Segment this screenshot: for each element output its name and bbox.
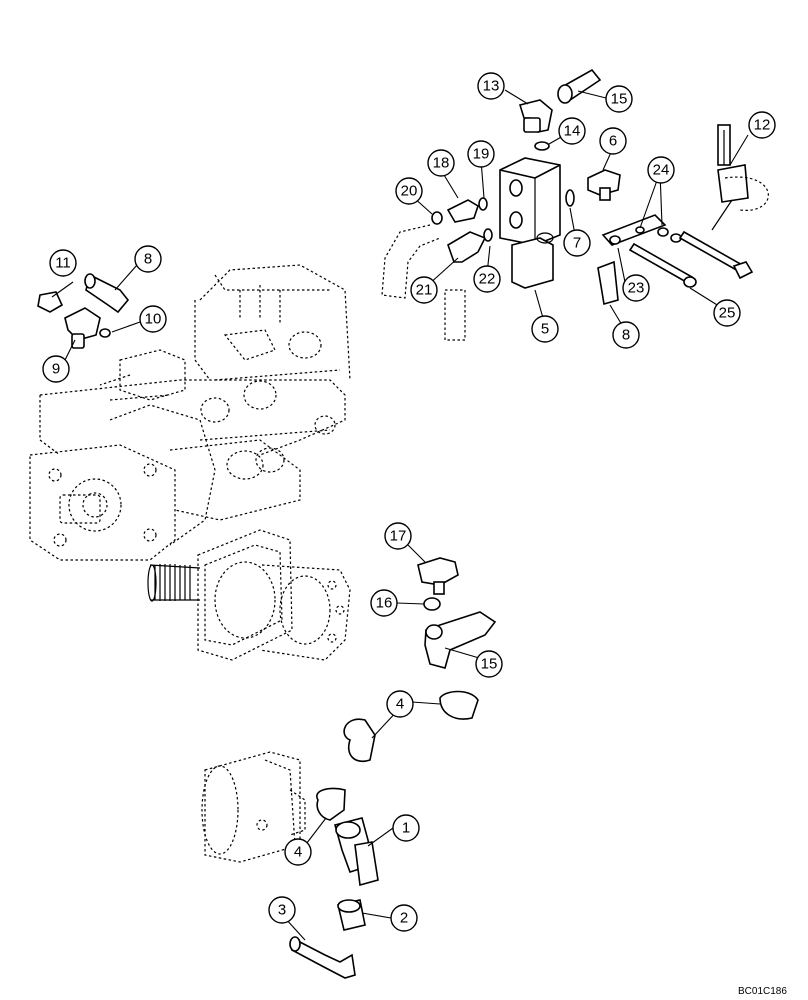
svg-text:12: 12 [754,117,771,134]
svg-text:2: 2 [400,910,408,927]
callout-8-right: 8 [612,321,640,349]
gear-pump-fittings [289,690,479,979]
svg-text:11: 11 [55,255,71,272]
svg-text:17: 17 [390,528,407,545]
svg-text:7: 7 [573,235,581,252]
callout-17: 17 [384,522,412,550]
drive-motor [147,529,351,661]
svg-text:22: 22 [479,271,496,288]
callout-10: 10 [139,305,167,333]
svg-text:19: 19 [473,146,490,163]
callout-1: 1 [392,814,420,842]
svg-text:18: 18 [433,155,450,172]
svg-text:1: 1 [402,820,410,837]
callout-11: 11 [49,249,77,277]
svg-text:13: 13 [483,78,500,95]
callout-2: 2 [390,904,418,932]
motor-fittings [417,557,497,669]
callout-22: 22 [473,265,501,293]
reference-code: BC01C186 [738,986,787,997]
svg-text:20: 20 [401,183,418,200]
svg-text:3: 3 [278,902,286,919]
svg-text:4: 4 [294,844,302,861]
callout-15-upper: 15 [605,85,633,113]
callout-12: 12 [748,111,776,139]
callout-3: 3 [268,896,296,924]
callout-16: 16 [370,589,398,617]
callout-4-upper: 4 [386,690,414,718]
callout-21: 21 [410,276,438,304]
svg-text:16: 16 [376,595,393,612]
callout-8-upper: 8 [134,245,162,273]
callout-15-lower: 15 [475,650,503,678]
svg-text:10: 10 [145,311,162,328]
callout-14: 14 [558,117,586,145]
svg-text:21: 21 [416,282,433,299]
leader-lines [51,89,749,941]
svg-text:23: 23 [628,280,645,297]
svg-text:15: 15 [481,656,498,673]
callout-19: 19 [467,140,495,168]
callout-20: 20 [395,177,423,205]
callout-9: 9 [42,355,70,383]
callout-24: 24 [647,156,675,184]
svg-text:14: 14 [564,123,581,140]
svg-text:9: 9 [52,361,60,378]
callout-13: 13 [477,72,505,100]
gear-pump [201,751,306,863]
svg-text:5: 5 [541,321,549,338]
valve-block [499,157,575,289]
callout-18: 18 [427,149,455,177]
callout-5: 5 [531,315,559,343]
svg-text:24: 24 [653,162,670,179]
callout-23: 23 [622,274,650,302]
callout-6: 6 [599,127,627,155]
svg-text:4: 4 [396,696,404,713]
svg-text:25: 25 [719,305,736,322]
callout-4-lower: 4 [284,838,312,866]
svg-text:8: 8 [144,251,152,268]
callout-25: 25 [713,299,741,327]
pump-fittings [37,273,130,349]
valve-fittings [381,68,769,341]
callout-7: 7 [563,229,591,257]
svg-text:6: 6 [609,133,617,150]
hydraulic-pump-assembly [29,264,351,561]
svg-text:8: 8 [622,327,630,344]
svg-text:15: 15 [611,91,628,108]
